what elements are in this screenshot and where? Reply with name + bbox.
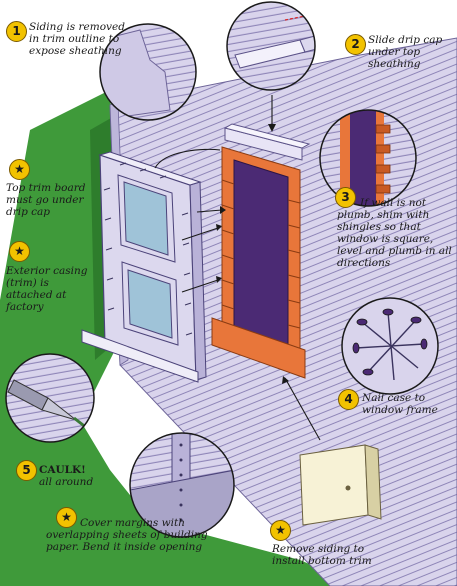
building-paper-note: Cover margins with overlapping sheets of… <box>46 517 208 553</box>
step-5-badge: 5 <box>16 460 37 481</box>
detail-circle-building-paper <box>129 432 235 538</box>
rough-opening <box>211 146 306 379</box>
step-2-badge: 2 <box>345 34 366 55</box>
grass-area <box>0 90 360 586</box>
step-4-note: Nail case to window frame <box>362 392 438 416</box>
step-5-text: all around <box>39 476 94 488</box>
step-3-note: If wall is not plumb, shim with shingles… <box>337 197 452 269</box>
step-1-note: Siding is removed in trim outline to exp… <box>29 21 125 57</box>
bottom-trim-note: Remove siding to install bottom trim <box>272 543 372 567</box>
detail-circle-caulk <box>5 353 95 443</box>
star-icon: ★ <box>270 520 291 541</box>
detail-circle-nails <box>341 297 439 395</box>
step-5-lead: CAULK! <box>39 464 86 476</box>
exterior-casing-note: Exterior casing (trim) is attached at fa… <box>6 265 88 313</box>
bottom-trim-board <box>299 444 382 526</box>
detail-circle-shims <box>319 109 417 207</box>
step-2-note: Slide drip cap under top sheathing <box>368 34 443 70</box>
star-icon: ★ <box>56 507 77 528</box>
window-unit <box>81 151 207 383</box>
detail-circle-siding-removed <box>99 23 197 121</box>
step-5-note: CAULK! all around <box>39 464 119 488</box>
star-icon: ★ <box>9 241 30 262</box>
step-4-badge: 4 <box>338 389 359 410</box>
step-3-badge: 3 <box>335 187 356 208</box>
star-icon: ★ <box>9 159 30 180</box>
top-trim-note: Top trim board must go under drip cap <box>6 182 86 218</box>
detail-circle-drip-cap <box>226 1 316 91</box>
step-1-badge: 1 <box>6 21 27 42</box>
